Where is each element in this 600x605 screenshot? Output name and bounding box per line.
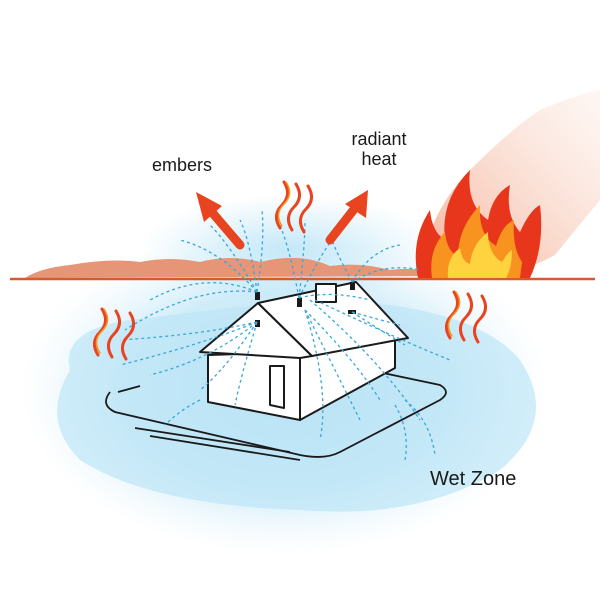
wet-zone-label: Wet Zone bbox=[430, 468, 517, 490]
radiant-label-line1: radiant bbox=[351, 129, 407, 149]
embers-label: embers bbox=[152, 155, 213, 175]
house-icon bbox=[199, 281, 409, 421]
radiant-heat-label: radiant heat bbox=[344, 129, 414, 170]
flames bbox=[415, 170, 542, 278]
radiant-label-line2: heat bbox=[361, 148, 397, 169]
heat-wave-icon bbox=[93, 180, 487, 361]
perimeter-pipe bbox=[105, 344, 447, 458]
ember-arrow-icon bbox=[196, 192, 245, 250]
ground-horizon bbox=[25, 257, 440, 278]
heat-arrow-icon bbox=[325, 190, 368, 245]
